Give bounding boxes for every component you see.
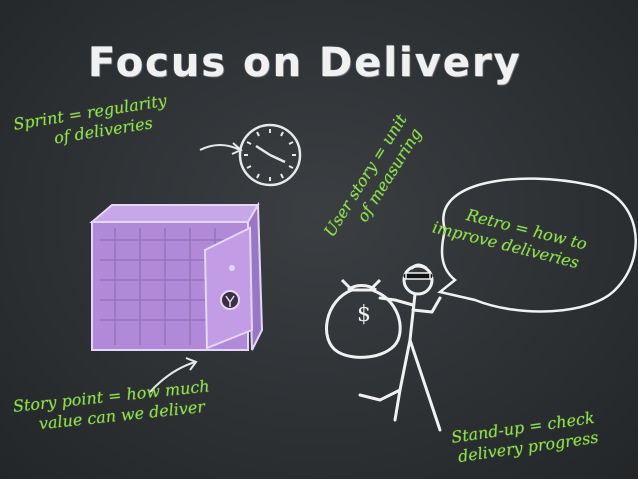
speech-bubble: [437, 177, 637, 313]
dollar-sign: $: [357, 302, 371, 327]
story-point-arrow: [149, 361, 196, 393]
sprint-arrow: [199, 144, 241, 151]
safe-icon: [89, 201, 264, 351]
money-bag-icon: [325, 278, 402, 359]
clock-icon: [238, 123, 302, 187]
slide-title: Focus on Delivery: [88, 40, 522, 86]
thief-figure: [358, 263, 442, 432]
